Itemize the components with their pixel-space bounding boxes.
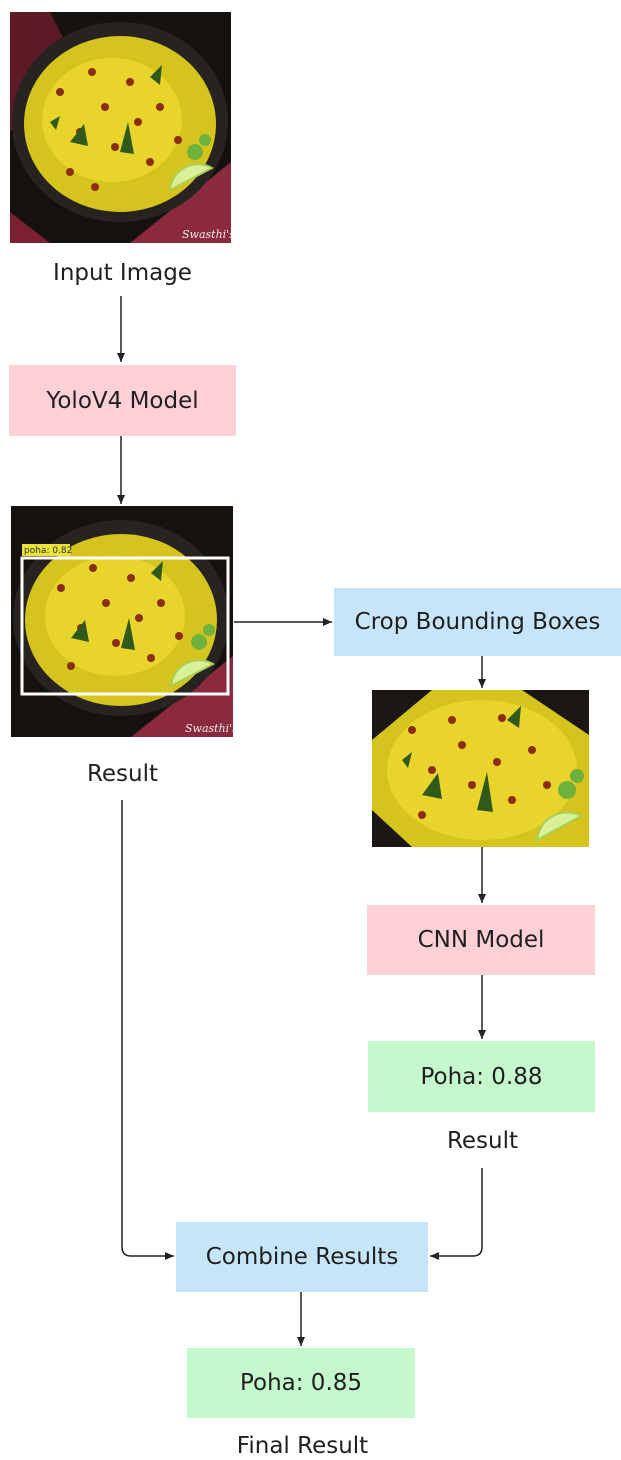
detection-watermark: Swasthi's: [185, 722, 233, 735]
detection-label: poha: 0.82: [24, 546, 72, 556]
yolo-model-node: YoloV4 Model: [9, 365, 236, 436]
input-image: Swasthi's: [10, 12, 231, 243]
cnn-result-caption: Result: [446, 1128, 519, 1154]
bounding-box: [20, 556, 230, 696]
cnn-output-node: Poha: 0.88: [368, 1041, 595, 1112]
detection-result-caption: Result: [86, 761, 159, 787]
combine-results-node: Combine Results: [176, 1222, 428, 1292]
input-image-caption: Input Image: [53, 260, 192, 286]
detection-result-image: poha: 0.82 Swasthi's: [11, 506, 233, 737]
final-result-caption: Final Result: [236, 1433, 369, 1459]
cnn-model-node: CNN Model: [367, 905, 595, 975]
arrow-cnn-result-to-combine: [430, 1168, 483, 1260]
final-output-node: Poha: 0.85: [187, 1348, 415, 1418]
input-watermark: Swasthi's: [182, 228, 231, 241]
crop-bounding-boxes-node: Crop Bounding Boxes: [334, 588, 621, 656]
cropped-image: [372, 690, 589, 847]
arrow-detection-result-to-combine: [121, 800, 174, 1260]
